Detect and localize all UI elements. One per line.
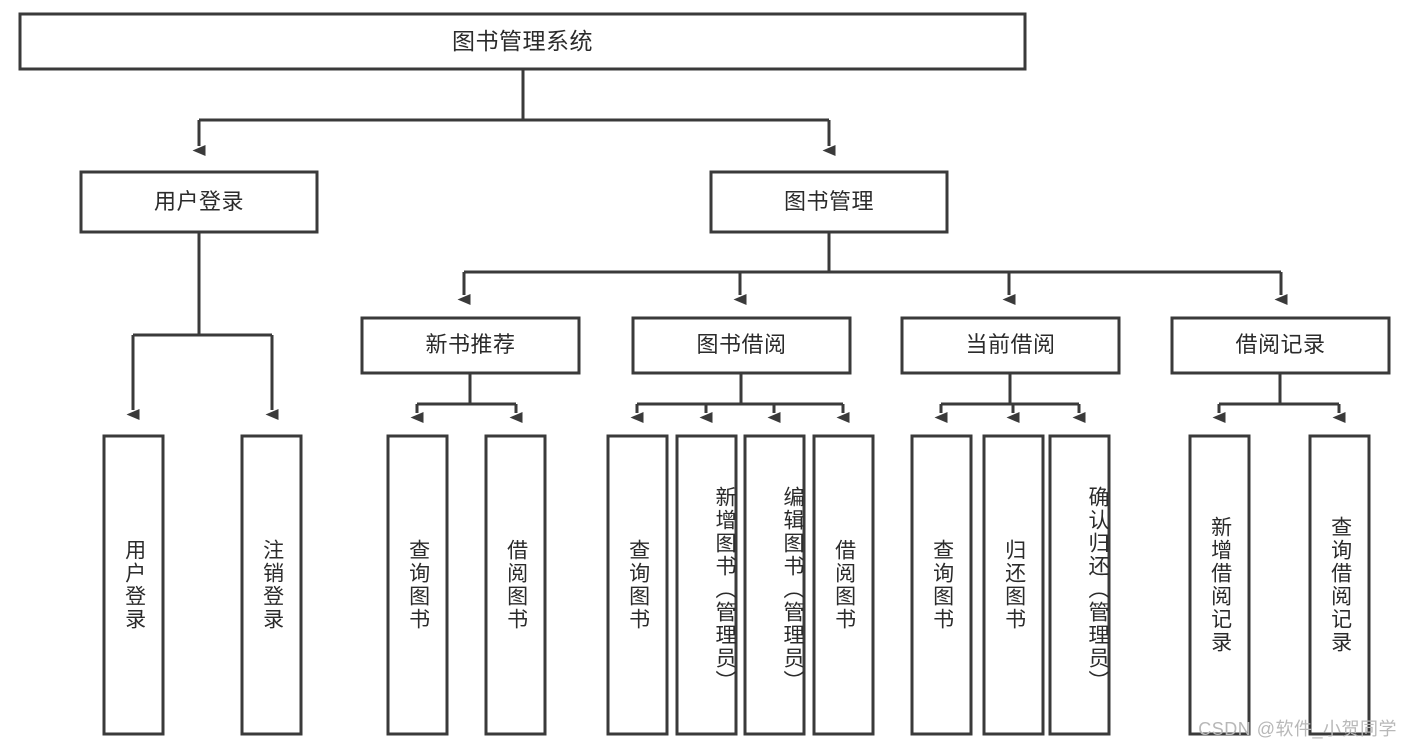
leaf-box-query-book-3[interactable] [910, 434, 973, 736]
node-box-book-borrow[interactable] [631, 316, 852, 375]
leaf-box-add-book-admin[interactable] [675, 434, 738, 736]
leaf-box-borrow-book-1[interactable] [484, 434, 547, 736]
node-box-book-management[interactable] [709, 170, 949, 234]
node-box-root[interactable] [18, 12, 1027, 71]
leaf-box-query-book-2[interactable] [606, 434, 669, 736]
leaf-box-return-book[interactable] [982, 434, 1045, 736]
leaf-box-query-borrow-record[interactable] [1308, 434, 1371, 736]
leaf-box-logout[interactable] [240, 434, 303, 736]
node-box-current-borrow[interactable] [900, 316, 1121, 375]
node-box-borrow-record[interactable] [1170, 316, 1391, 375]
leaf-box-user-login[interactable] [102, 434, 165, 736]
leaf-box-borrow-book-2[interactable] [812, 434, 875, 736]
node-box-user-login[interactable] [79, 170, 319, 234]
leaf-box-edit-book-admin[interactable] [743, 434, 806, 736]
node-box-new-book-recommend[interactable] [360, 316, 581, 375]
leaf-box-query-book-1[interactable] [386, 434, 449, 736]
leaf-box-add-borrow-record[interactable] [1188, 434, 1251, 736]
leaf-box-confirm-return-admin[interactable] [1048, 434, 1111, 736]
watermark: CSDN @软件_小贺同学 [1198, 719, 1397, 739]
